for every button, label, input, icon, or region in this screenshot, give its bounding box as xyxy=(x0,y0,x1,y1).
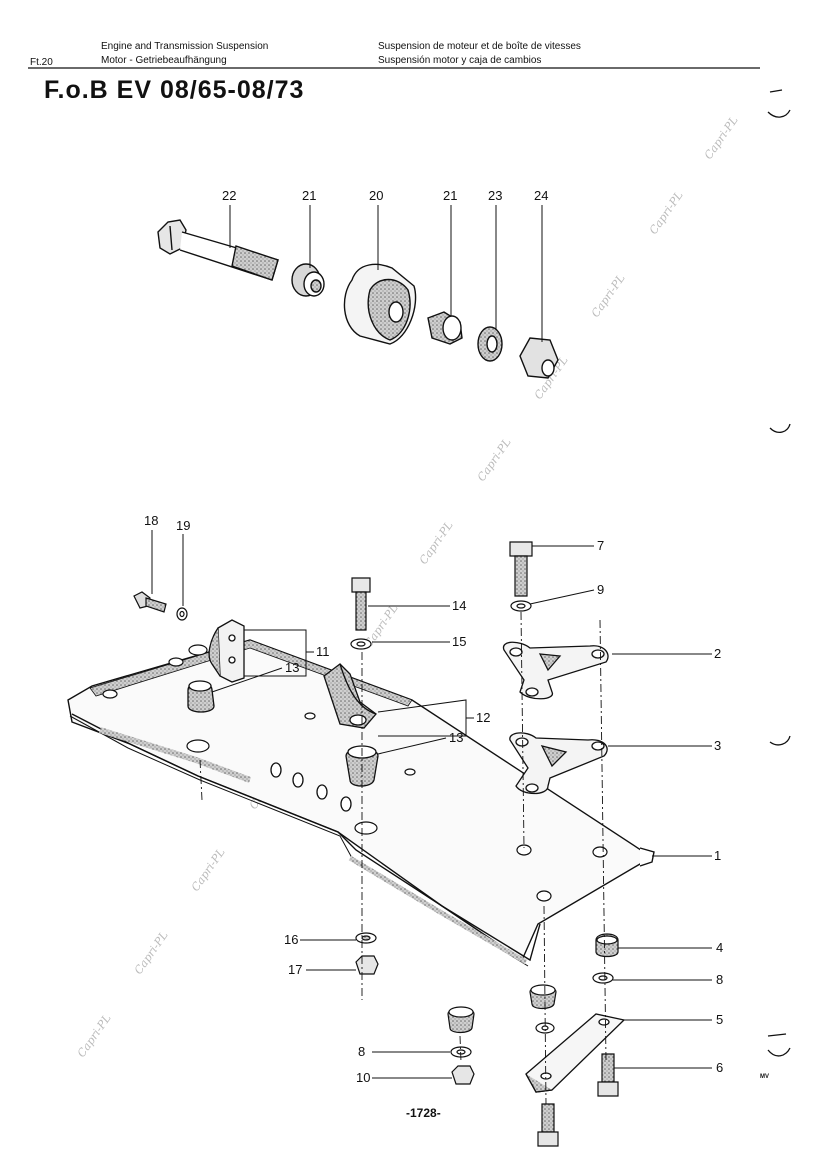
leader-lines xyxy=(151,530,712,1079)
callout-19: 19 xyxy=(176,518,191,533)
part-22-bolt xyxy=(157,219,279,281)
watermark: Capri-PL xyxy=(189,846,228,894)
part-12-bracket xyxy=(323,663,377,729)
callout-5: 5 xyxy=(716,1012,724,1027)
part-9-washer xyxy=(510,600,532,612)
callout-7: 7 xyxy=(597,538,605,553)
callout-14: 14 xyxy=(452,598,467,613)
part-2-plate xyxy=(502,641,609,700)
part-lower-rubber-b xyxy=(529,984,557,1010)
part-20-rubber-bush xyxy=(343,263,417,345)
header-spanish: Suspensión motor y caja de cambios xyxy=(378,55,542,66)
callout-13: 13 xyxy=(285,660,300,675)
callout-8: 8 xyxy=(716,972,724,987)
watermark: Capri-PL xyxy=(647,189,686,237)
part-1-crossmember xyxy=(67,639,655,967)
watermarks: Capri-PL Capri-PL Capri-PL Capri-PL Capr… xyxy=(75,114,741,1060)
callout-20: 20 xyxy=(369,188,384,203)
watermark: Capri-PL xyxy=(417,519,456,567)
part-23-washer xyxy=(477,326,503,362)
callout-21: 21 xyxy=(443,188,458,203)
top-parts-group xyxy=(157,205,559,379)
part-13-rubber-a xyxy=(187,680,215,713)
callout-23: 23 xyxy=(488,188,503,203)
callout-17: 17 xyxy=(288,962,303,977)
callout-12: 12 xyxy=(476,710,491,725)
callout-4: 4 xyxy=(716,940,724,955)
part-21-bush-b xyxy=(427,311,463,345)
section-code: Ft.20 xyxy=(30,57,53,68)
part-15-washer xyxy=(350,638,372,650)
part-19-washer xyxy=(176,607,188,621)
centre-lines xyxy=(199,611,607,1105)
callout-22: 22 xyxy=(222,188,237,203)
draftsman-initials: MV xyxy=(760,1074,769,1080)
part-17-nut xyxy=(355,955,379,975)
callout-3: 3 xyxy=(714,738,722,753)
part-lower-rubber-a xyxy=(447,1006,475,1034)
watermark: Capri-PL xyxy=(75,1012,114,1060)
callout-10: 10 xyxy=(356,1070,371,1085)
callout-21: 21 xyxy=(302,188,317,203)
part-10-nut xyxy=(451,1065,475,1085)
part-lower-bolt xyxy=(537,1103,559,1147)
part-21-bush-a xyxy=(291,263,325,297)
part-18-bolt xyxy=(133,591,167,613)
part-8-washer-a xyxy=(592,972,614,984)
callout-1: 1 xyxy=(714,848,722,863)
header-french: Suspension de moteur et de boîte de vite… xyxy=(378,41,581,52)
watermark: Capri-PL xyxy=(475,436,514,484)
header-german: Motor - Getriebeaufhängung xyxy=(101,55,227,66)
part-4-nut xyxy=(595,933,619,958)
part-16-washer xyxy=(355,932,377,944)
callout-18: 18 xyxy=(144,513,159,528)
watermark: Capri-PL xyxy=(589,272,628,320)
part-6-bolt xyxy=(597,1053,619,1097)
callout-24: 24 xyxy=(534,188,549,203)
header-english: Engine and Transmission Suspension xyxy=(101,41,269,52)
watermark: Capri-PL xyxy=(132,929,171,977)
callout-8: 8 xyxy=(358,1044,366,1059)
page-title: F.o.B EV 08/65-08/73 xyxy=(44,76,305,104)
page-number: -1728- xyxy=(406,1106,441,1120)
part-11-bracket xyxy=(208,619,245,683)
part-3-plate xyxy=(509,732,608,795)
callout-6: 6 xyxy=(716,1060,724,1075)
margin-marks xyxy=(767,89,791,1057)
callout-16: 16 xyxy=(284,932,299,947)
callout-9: 9 xyxy=(597,582,605,597)
callout-15: 15 xyxy=(452,634,467,649)
part-7-bolt xyxy=(509,541,533,597)
callout-11: 11 xyxy=(316,644,330,659)
callout-13: 13 xyxy=(449,730,464,745)
part-14-bolt xyxy=(351,577,371,631)
watermark: Capri-PL xyxy=(702,114,741,162)
callout-2: 2 xyxy=(714,646,722,661)
part-24-nut xyxy=(519,337,559,379)
